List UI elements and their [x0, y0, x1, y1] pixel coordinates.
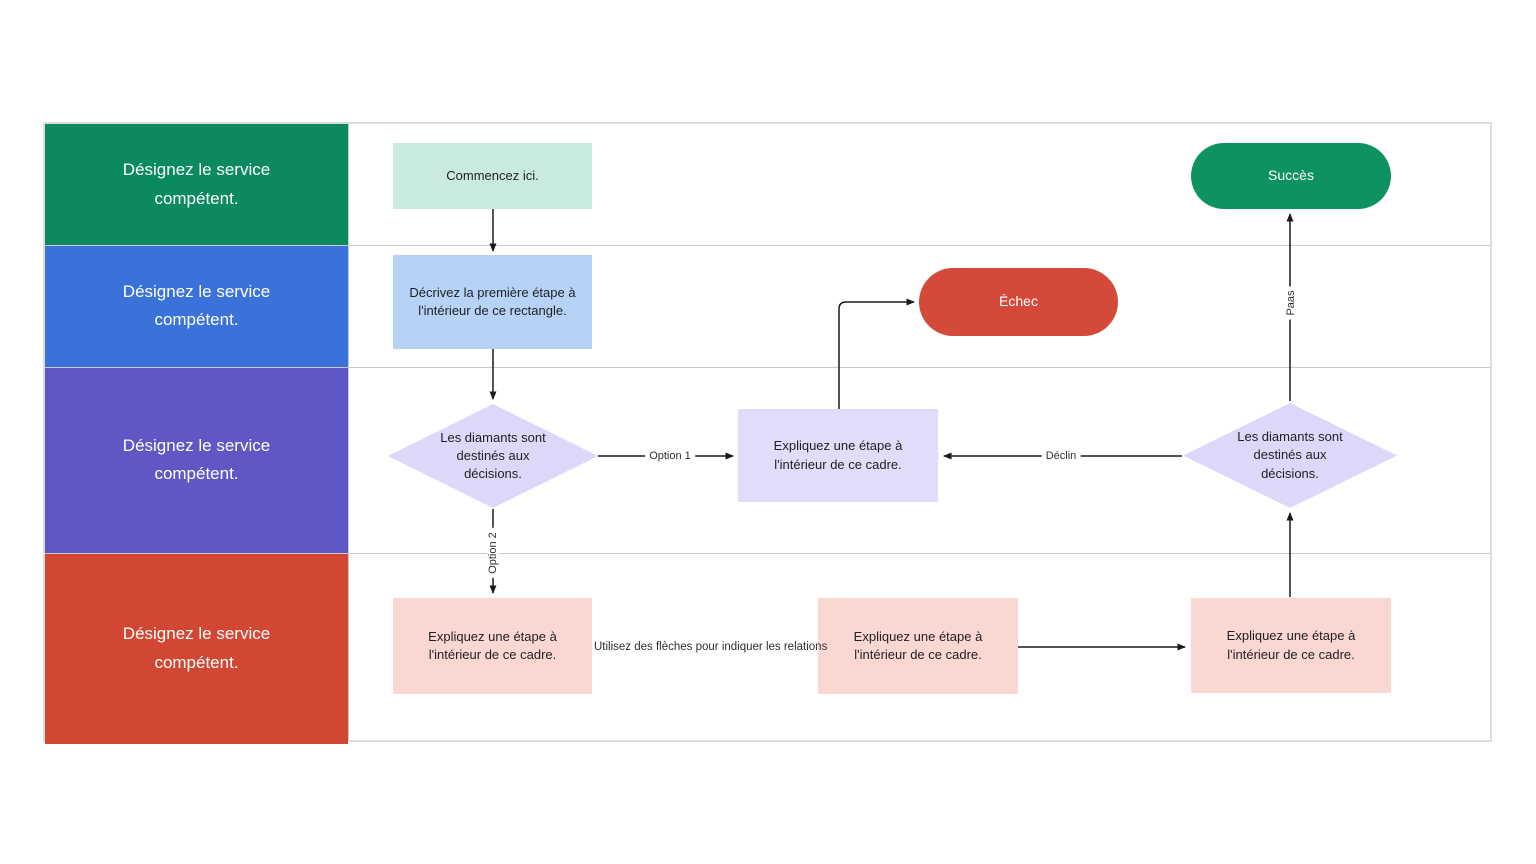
- node-start-label: Commencez ici.: [446, 167, 539, 183]
- edge-label-pass[interactable]: Paas: [1285, 286, 1297, 320]
- lane-cell-3[interactable]: Désignez le service compétent.: [45, 367, 348, 553]
- lane-label-3: Désignez le service compétent.: [122, 435, 271, 483]
- edge-label-decline[interactable]: Déclin: [1041, 450, 1081, 462]
- lane-label-2: Désignez le service compétent.: [122, 281, 271, 329]
- lane-divider-1: [45, 245, 1490, 246]
- swimlane-table: Désignez le service compétent. Désignez …: [43, 122, 1492, 744]
- node-first-step-label: Décrivez la première étape à l'intérieur…: [409, 284, 576, 318]
- node-process-bottom-right[interactable]: Expliquez une étape à l'intérieur de ce …: [1191, 598, 1391, 693]
- edge-label-option1[interactable]: Option 1: [645, 450, 695, 462]
- node-process-center[interactable]: Expliquez une étape à l'intérieur de ce …: [738, 409, 938, 502]
- node-process-bottom-left-label: Expliquez une étape à l'intérieur de ce …: [428, 628, 557, 662]
- node-process-bottom-left[interactable]: Expliquez une étape à l'intérieur de ce …: [393, 598, 592, 694]
- node-process-bottom-mid[interactable]: Expliquez une étape à l'intérieur de ce …: [818, 598, 1018, 694]
- node-process-bottom-mid-label: Expliquez une étape à l'intérieur de ce …: [853, 628, 983, 662]
- lane-cell-1[interactable]: Désignez le service compétent.: [45, 124, 348, 245]
- lane-header-divider: [348, 124, 349, 740]
- node-success-label: Succès: [1268, 167, 1314, 184]
- lane-cell-4[interactable]: Désignez le service compétent.: [45, 553, 348, 744]
- node-start[interactable]: Commencez ici.: [393, 143, 592, 209]
- node-process-bottom-right-label: Expliquez une étape à l'intérieur de ce …: [1226, 628, 1356, 662]
- node-fail-pill[interactable]: Échec: [919, 268, 1118, 336]
- lane-label-4: Désignez le service compétent.: [122, 624, 271, 672]
- lane-cell-2[interactable]: Désignez le service compétent.: [45, 245, 348, 367]
- node-process-center-label: Expliquez une étape à l'intérieur de ce …: [773, 438, 903, 472]
- lane-divider-2: [45, 367, 1490, 368]
- decision-diamond-right-label: Les diamants sont destinés aux décisions…: [1237, 429, 1343, 481]
- node-fail-label: Échec: [999, 293, 1038, 310]
- lane-label-1: Désignez le service compétent.: [122, 160, 271, 208]
- lane-divider-3: [45, 553, 1490, 554]
- node-first-step[interactable]: Décrivez la première étape à l'intérieur…: [393, 255, 592, 349]
- node-success-pill[interactable]: Succès: [1191, 143, 1391, 209]
- edge-label-option2[interactable]: Option 2: [487, 528, 499, 578]
- decision-diamond-left-label: Les diamants sont destinés aux décisions…: [440, 429, 546, 482]
- edge-label-arrows-hint[interactable]: Utilisez des flèches pour indiquer les r…: [594, 641, 828, 653]
